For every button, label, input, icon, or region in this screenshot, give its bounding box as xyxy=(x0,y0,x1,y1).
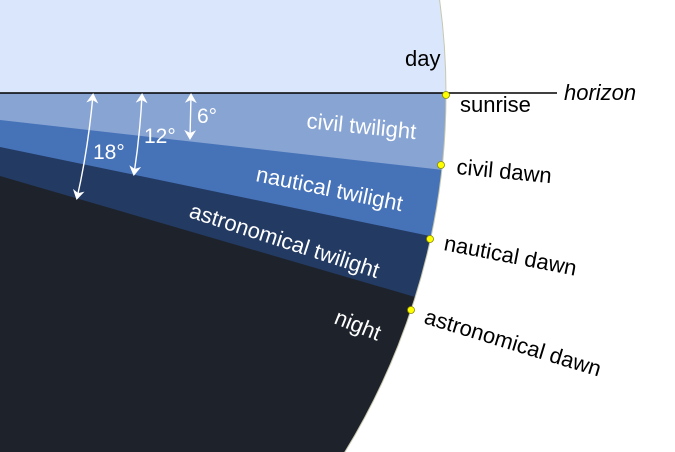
astronomical-dawn-label: astronomical dawn xyxy=(422,304,605,382)
civil-dawn-label: civil dawn xyxy=(456,154,553,188)
nautical-twilight-region xyxy=(0,93,446,292)
angle-label-12: 12° xyxy=(144,125,176,148)
sunrise-marker xyxy=(442,91,450,99)
day-label: day xyxy=(405,46,440,71)
astronomical-dawn-marker xyxy=(407,306,415,314)
horizon-label: horizon xyxy=(564,80,636,105)
angle-arrow-12 xyxy=(129,93,148,176)
nautical-dawn-label: nautical dawn xyxy=(442,230,579,280)
day-region xyxy=(0,0,446,93)
angle-arrow-6 xyxy=(184,93,197,140)
sunrise-label: sunrise xyxy=(460,92,531,117)
angle-label-6: 6° xyxy=(197,105,217,128)
angle-label-18: 18° xyxy=(93,141,125,164)
civil-dawn-marker xyxy=(437,161,445,169)
angle-arrow-18 xyxy=(72,93,99,200)
civil-twilight-region xyxy=(0,93,446,199)
nautical-dawn-marker xyxy=(426,235,434,243)
